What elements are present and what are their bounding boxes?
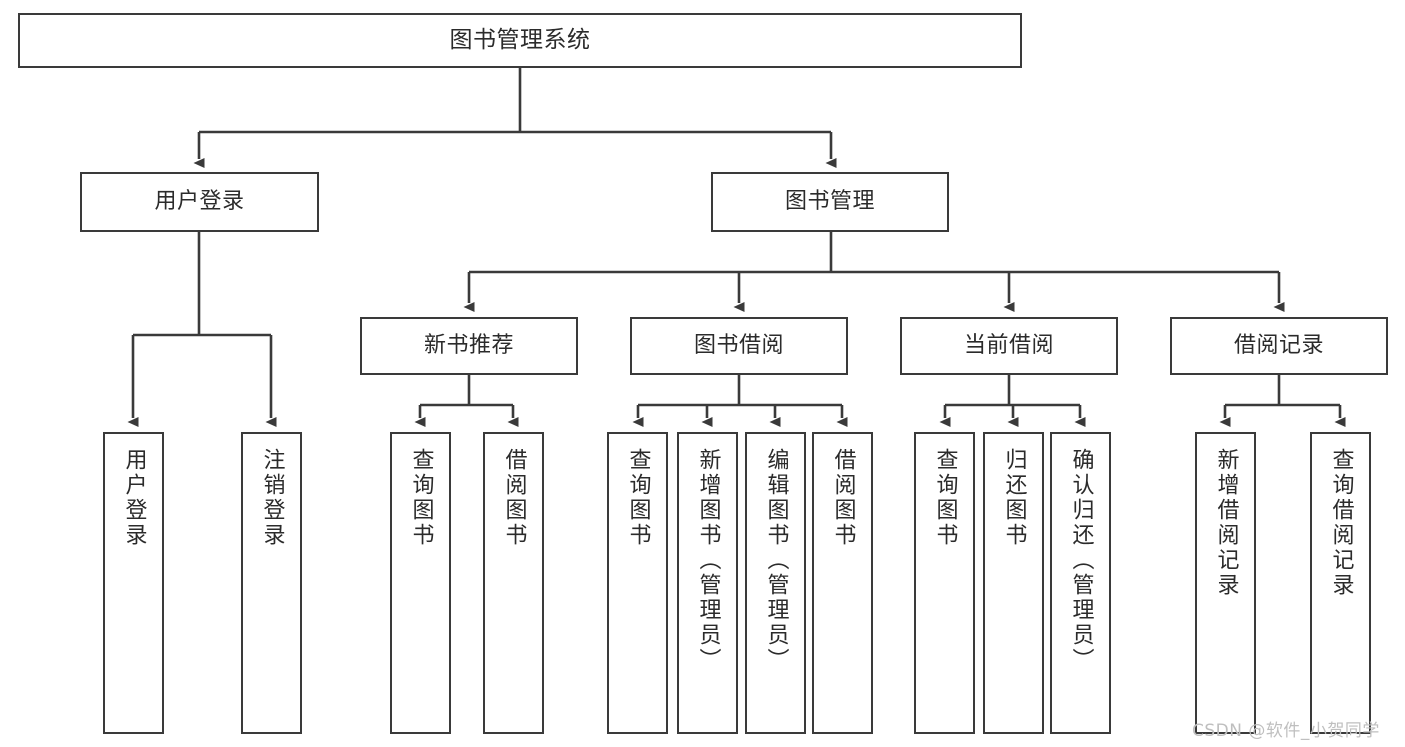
node-leaf-query-book-newbook[interactable]: 查询图书 bbox=[390, 432, 451, 734]
node-leaf-user-login-label: 用户登录 bbox=[121, 448, 147, 548]
node-leaf-return-book-label: 归还图书 bbox=[1001, 448, 1027, 548]
node-book-borrow[interactable]: 图书借阅 bbox=[630, 317, 848, 375]
node-leaf-query-book-borrow-label: 查询图书 bbox=[625, 448, 651, 548]
node-leaf-add-borrow-record[interactable]: 新增借阅记录 bbox=[1195, 432, 1256, 734]
node-book-management[interactable]: 图书管理 bbox=[711, 172, 949, 232]
node-leaf-borrow-book-newbook[interactable]: 借阅图书 bbox=[483, 432, 544, 734]
node-borrow-record[interactable]: 借阅记录 bbox=[1170, 317, 1388, 375]
node-book-management-label: 图书管理 bbox=[784, 188, 875, 214]
node-leaf-confirm-return-admin[interactable]: 确认归还（管理员） bbox=[1050, 432, 1111, 734]
node-user-login-label: 用户登录 bbox=[154, 188, 245, 214]
node-leaf-query-borrow-record[interactable]: 查询借阅记录 bbox=[1310, 432, 1371, 734]
node-root-system-label: 图书管理系统 bbox=[449, 26, 591, 53]
node-leaf-edit-book-admin-label: 编辑图书（管理员） bbox=[763, 448, 789, 673]
node-leaf-query-book-current[interactable]: 查询图书 bbox=[914, 432, 975, 734]
node-leaf-logout[interactable]: 注销登录 bbox=[241, 432, 302, 734]
node-leaf-add-borrow-record-label: 新增借阅记录 bbox=[1213, 448, 1239, 598]
node-leaf-add-book-admin[interactable]: 新增图书（管理员） bbox=[677, 432, 738, 734]
node-borrow-record-label: 借阅记录 bbox=[1233, 332, 1324, 358]
csdn-watermark: CSDN @软件_小贺同学 bbox=[1192, 721, 1380, 741]
node-leaf-logout-label: 注销登录 bbox=[259, 448, 285, 548]
node-current-borrow[interactable]: 当前借阅 bbox=[900, 317, 1118, 375]
node-new-book-recommend-label: 新书推荐 bbox=[423, 332, 514, 358]
node-leaf-query-book-newbook-label: 查询图书 bbox=[408, 448, 434, 548]
node-leaf-borrow-book-newbook-label: 借阅图书 bbox=[501, 448, 527, 548]
node-leaf-query-borrow-record-label: 查询借阅记录 bbox=[1328, 448, 1354, 598]
node-book-borrow-label: 图书借阅 bbox=[693, 332, 784, 358]
node-leaf-edit-book-admin[interactable]: 编辑图书（管理员） bbox=[745, 432, 806, 734]
node-leaf-query-book-current-label: 查询图书 bbox=[932, 448, 958, 548]
node-root-system[interactable]: 图书管理系统 bbox=[18, 13, 1022, 68]
node-current-borrow-label: 当前借阅 bbox=[963, 332, 1054, 358]
node-leaf-user-login[interactable]: 用户登录 bbox=[103, 432, 164, 734]
node-user-login[interactable]: 用户登录 bbox=[80, 172, 319, 232]
node-leaf-add-book-admin-label: 新增图书（管理员） bbox=[695, 448, 721, 673]
node-leaf-borrow-book-label: 借阅图书 bbox=[830, 448, 856, 548]
node-leaf-confirm-return-admin-label: 确认归还（管理员） bbox=[1068, 448, 1094, 673]
node-new-book-recommend[interactable]: 新书推荐 bbox=[360, 317, 578, 375]
node-leaf-query-book-borrow[interactable]: 查询图书 bbox=[607, 432, 668, 734]
node-leaf-return-book[interactable]: 归还图书 bbox=[983, 432, 1044, 734]
node-leaf-borrow-book[interactable]: 借阅图书 bbox=[812, 432, 873, 734]
